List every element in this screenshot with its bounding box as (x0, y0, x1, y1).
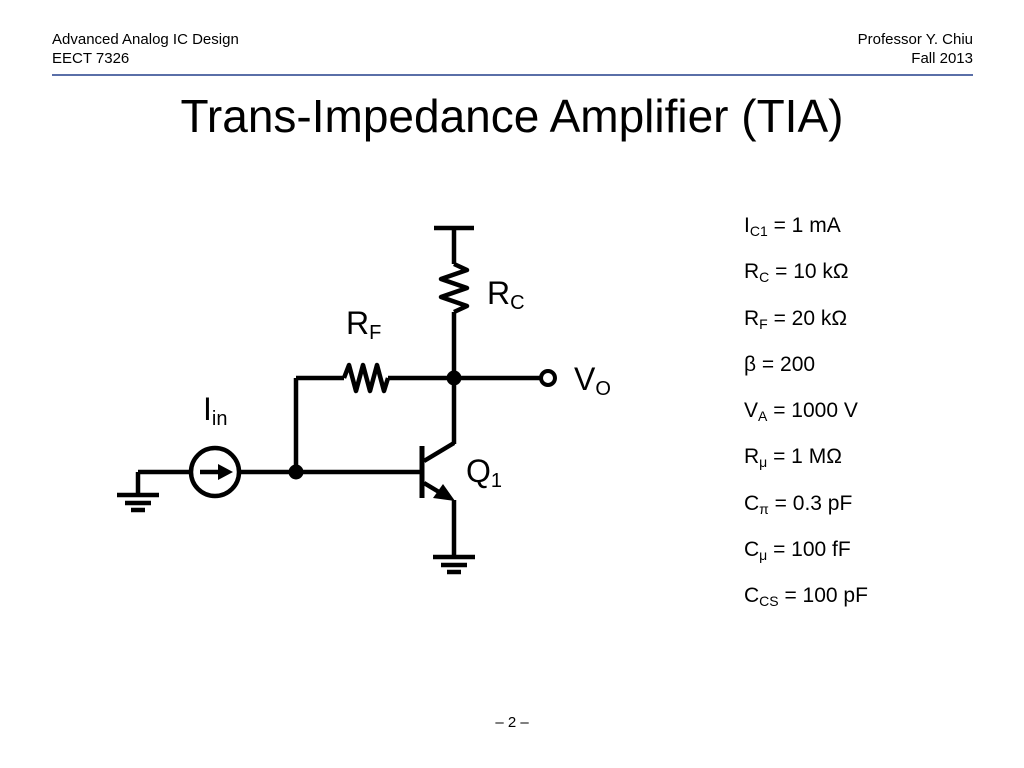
param-cpi: Cπ = 0.3 pF (744, 491, 853, 517)
header-divider (52, 74, 973, 76)
vo-label: VO (574, 361, 611, 400)
rc-label: RC (487, 275, 525, 314)
course-code: EECT 7326 (52, 50, 130, 67)
input-node-dot (288, 464, 304, 480)
param-ccs: CCS = 100 pF (744, 584, 868, 610)
param-ic1: IC1 = 1 mA (744, 214, 841, 239)
rc-resistor (438, 261, 470, 315)
parameter-list: IC1 = 1 mA RC = 10 kΩ RF = 20 kΩ β = 200… (744, 212, 868, 629)
param-cmu: Cμ = 100 fF (744, 538, 851, 564)
transistor-collector (422, 441, 456, 463)
header-right: Professor Y. Chiu Fall 2013 (858, 30, 973, 68)
emitter-arrow-icon (433, 484, 455, 501)
page-number: – 2 – (495, 714, 529, 731)
header-left: Advanced Analog IC Design EECT 7326 (52, 30, 239, 68)
rf-resistor (341, 362, 391, 394)
rf-label: RF (346, 305, 381, 344)
q1-label: Q1 (466, 453, 502, 492)
current-arrow-head (218, 464, 233, 480)
param-va: VA = 1000 V (744, 399, 858, 425)
param-rc: RC = 10 kΩ (744, 260, 849, 286)
course-title: Advanced Analog IC Design (52, 31, 239, 48)
param-rmu: Rμ = 1 MΩ (744, 445, 842, 471)
param-beta: β = 200 (744, 352, 816, 376)
iin-label: Iin (203, 391, 227, 430)
slide-title: Trans-Impedance Amplifier (TIA) (180, 90, 844, 142)
term-label: Fall 2013 (911, 50, 973, 67)
output-terminal (539, 369, 557, 387)
param-rf: RF = 20 kΩ (744, 306, 848, 332)
instructor-name: Professor Y. Chiu (857, 31, 973, 48)
